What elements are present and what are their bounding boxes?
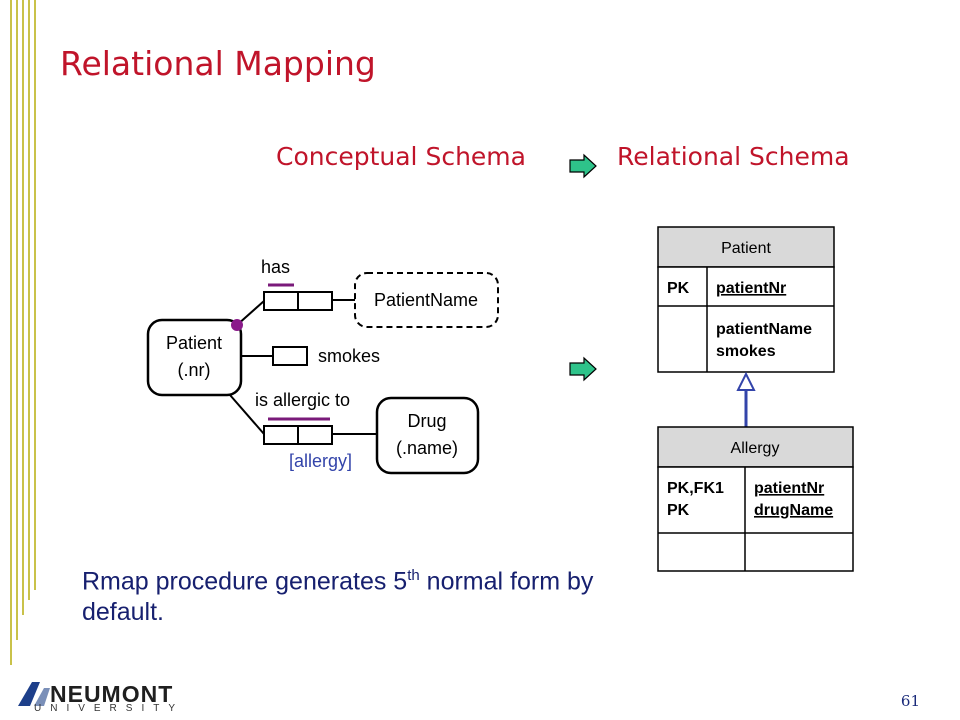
allergy-key-column-1: patientNr [754, 480, 824, 497]
allergy-table[interactable]: Allergy PK,FK1 PK patientNr drugName [657, 426, 854, 572]
patientname-label: PatientName [374, 290, 478, 310]
patient-column-smokes: smokes [716, 343, 776, 360]
rmap-note: Rmap procedure generates 5th normal form… [82, 560, 622, 628]
logo-wordmark: NEUMONT [50, 681, 174, 707]
patient-entity-name: Patient [166, 333, 222, 353]
page-number: 61 [900, 692, 920, 710]
decor-line-1 [10, 0, 12, 665]
patient-key-column: patientNr [716, 280, 786, 297]
page-title: Relational Mapping [60, 44, 376, 83]
allergy-key-column-2: drugName [754, 502, 833, 519]
objectified-fact-name: [allergy] [289, 451, 352, 471]
decor-line-2 [16, 0, 18, 640]
neumont-logo-icon [18, 682, 50, 706]
rmap-note-sup: th [407, 567, 420, 584]
allergy-key-label-2: PK [667, 502, 690, 519]
role-box-smokes [272, 346, 308, 366]
fact-label-smokes: smokes [318, 346, 380, 366]
logo-subtitle: UNIVERSITY [34, 703, 185, 714]
connector-allergic [229, 394, 265, 435]
fact-label-has: has [261, 257, 290, 277]
patientname-value-type[interactable]: PatientName [354, 272, 499, 328]
rmap-note-text: Rmap procedure generates 5 [82, 567, 408, 596]
patient-column-name: patientName [716, 321, 812, 338]
patient-key-label: PK [667, 280, 690, 297]
conceptual-schema-label: Conceptual Schema [276, 142, 526, 171]
patient-table-name: Patient [721, 240, 771, 257]
relational-schema-label: Relational Schema [617, 142, 850, 171]
decor-line-3 [22, 0, 24, 615]
mapping-arrow-icon [569, 356, 597, 382]
decor-line-5 [34, 0, 36, 590]
patient-entity-ref: (.nr) [178, 360, 211, 380]
connector-has [236, 300, 265, 326]
patient-table[interactable]: Patient PK patientNr patientName smokes [657, 226, 835, 373]
patient-entity[interactable]: Patient (.nr) [146, 318, 243, 397]
mandatory-dot [231, 319, 243, 331]
fact-label-allergic: is allergic to [255, 390, 350, 410]
rmap-note-tail: normal form by default. [82, 567, 594, 627]
allergy-key-label-1: PK,FK1 [667, 480, 724, 497]
allergy-table-name: Allergy [731, 440, 780, 457]
role-box-allergic [263, 425, 333, 445]
drug-entity[interactable]: Drug (.name) [375, 396, 480, 475]
drug-entity-ref: (.name) [396, 438, 458, 458]
header-arrow-icon [569, 153, 597, 179]
drug-entity-name: Drug [407, 411, 446, 431]
role-box-has [263, 291, 333, 311]
foreign-key-arrow [736, 371, 756, 427]
decor-line-4 [28, 0, 30, 600]
